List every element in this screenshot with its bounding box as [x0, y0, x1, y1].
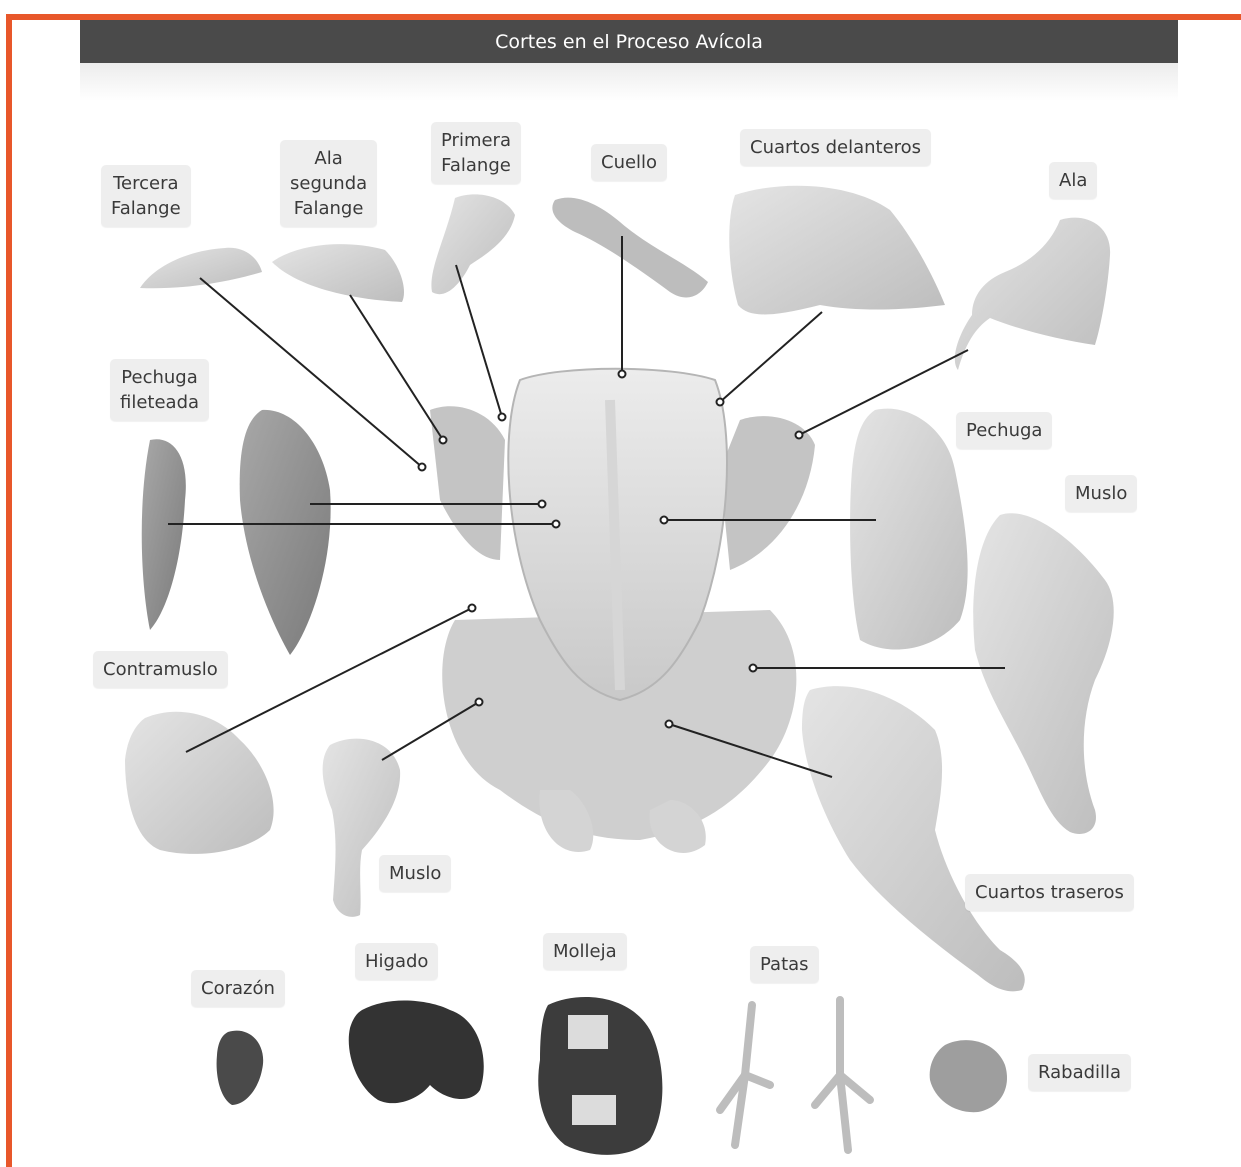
ala-image — [955, 218, 1110, 370]
tercera-falange-image — [140, 248, 262, 288]
pechuga-fileteada-1-image — [142, 439, 186, 630]
cuartos-traseros-image — [802, 686, 1025, 991]
primera-falange-image — [431, 194, 515, 294]
contramuslo-image — [125, 712, 274, 854]
higado-image — [349, 1001, 484, 1104]
pechuga-image — [850, 409, 968, 650]
label-corazon: Corazón — [191, 970, 285, 1007]
rabadilla-image — [930, 1040, 1007, 1112]
label-molleja: Molleja — [543, 933, 627, 970]
label-cuartos-delanteros: Cuartos delanteros — [740, 129, 931, 166]
label-higado: Higado — [355, 943, 438, 980]
corazon-image — [217, 1031, 264, 1105]
label-rabadilla: Rabadilla — [1028, 1054, 1131, 1091]
label-cuello: Cuello — [591, 144, 667, 181]
patas-right-image — [815, 1000, 870, 1150]
pechuga-fileteada-2-image — [240, 410, 331, 655]
molleja-highlight-1 — [568, 1015, 608, 1049]
label-cuartos-traseros: Cuartos traseros — [965, 874, 1134, 911]
cuello-image — [552, 198, 708, 298]
label-primera-falange: Primera Falange — [431, 122, 521, 184]
label-ala-segunda-falange: Ala segunda Falange — [280, 140, 377, 227]
label-tercera-falange: Tercera Falange — [101, 165, 191, 227]
whole-chicken-image — [430, 369, 815, 853]
label-ala: Ala — [1049, 162, 1097, 199]
muslo-right-image — [973, 513, 1113, 834]
label-contramuslo: Contramuslo — [93, 651, 228, 688]
ala-segunda-falange-image — [272, 244, 404, 302]
molleja-highlight-2 — [572, 1095, 616, 1125]
patas-left-image — [720, 1005, 770, 1145]
label-muslo-right: Muslo — [1065, 475, 1137, 512]
label-patas: Patas — [750, 946, 819, 983]
label-pechuga-fileteada: Pechuga fileteada — [110, 359, 209, 421]
label-muslo-bottom: Muslo — [379, 855, 451, 892]
cuartos-delanteros-image — [729, 186, 945, 315]
label-pechuga: Pechuga — [956, 412, 1052, 449]
